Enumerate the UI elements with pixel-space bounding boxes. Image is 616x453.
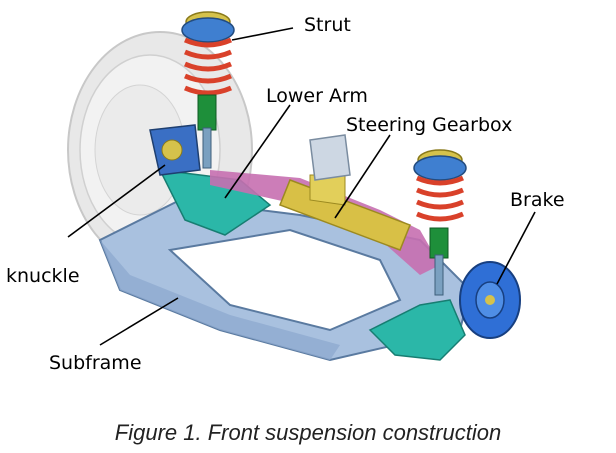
subframe-leader <box>99 297 179 346</box>
figure-caption: Figure 1. Front suspension construction <box>114 420 502 445</box>
knuckle-label: knuckle <box>6 265 80 287</box>
mount-bracket <box>309 134 351 181</box>
strut-leader <box>231 27 294 41</box>
leader-lines <box>67 27 536 346</box>
lower-arm-leader <box>224 104 291 199</box>
brake <box>459 261 521 339</box>
right-strut <box>413 149 467 296</box>
knuckle-leader <box>67 164 166 238</box>
strut-label: Strut <box>304 14 351 36</box>
lower-arm-label: Lower Arm <box>266 85 368 107</box>
subframe-label: Subframe <box>49 352 142 374</box>
brake-leader <box>496 211 536 285</box>
brake-label: Brake <box>510 189 565 211</box>
steering-gearbox-leader <box>334 134 391 219</box>
left-knuckle <box>149 124 201 176</box>
right-lower-arm <box>368 299 466 361</box>
steering-gearbox <box>210 170 440 275</box>
left-strut <box>181 11 235 169</box>
steering-gearbox-label: Steering Gearbox <box>346 114 513 136</box>
